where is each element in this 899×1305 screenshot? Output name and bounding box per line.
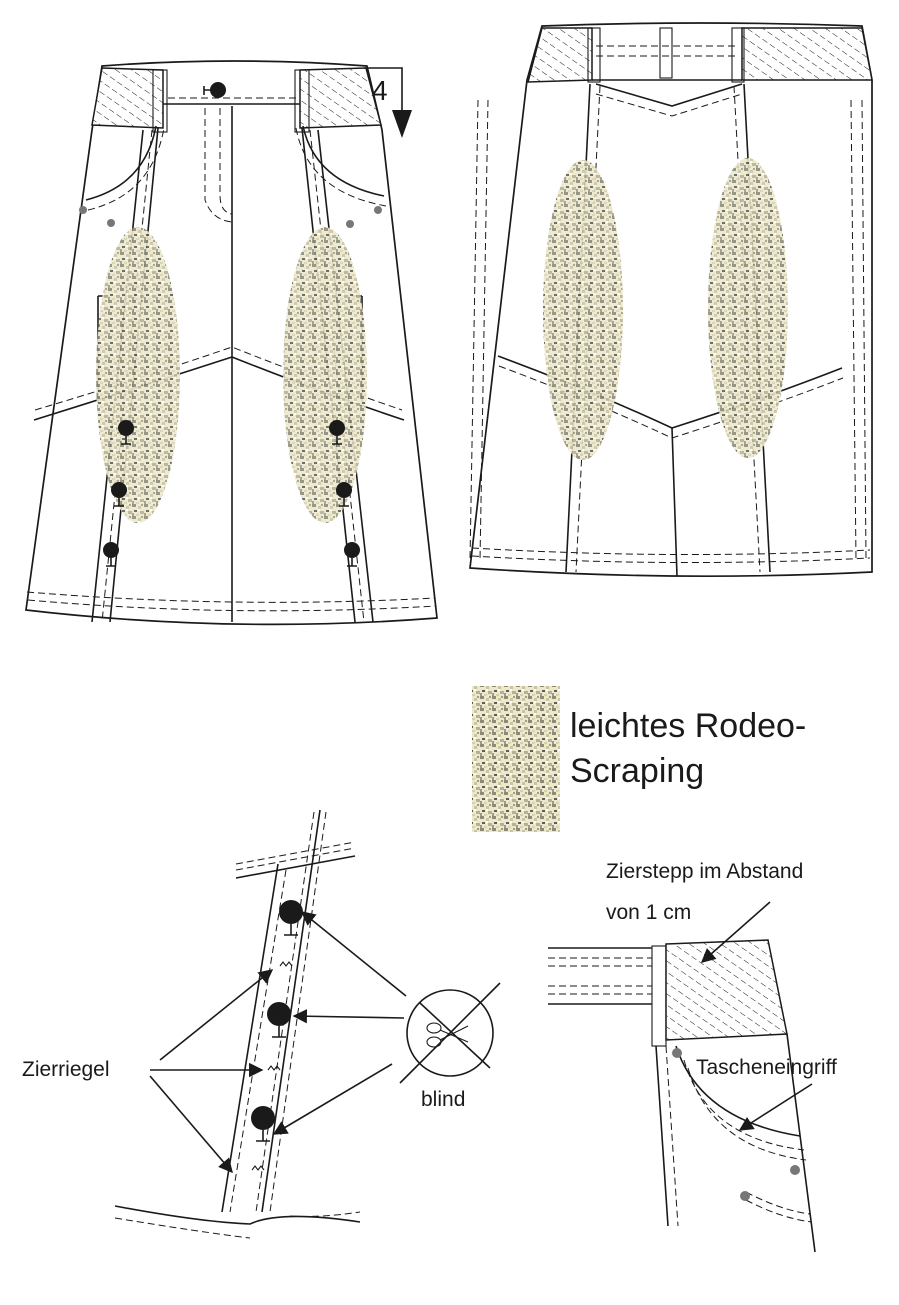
- step-number: 4: [372, 75, 388, 106]
- zierriegel-arrow: [149, 1075, 233, 1174]
- zierstepp-label-1: Zierstepp im Abstand: [606, 860, 803, 883]
- scraping-swatch: [472, 686, 560, 832]
- back-belt-loop-right: [731, 27, 745, 83]
- zierstepp-arrow: [700, 901, 771, 963]
- rivet-icon: [346, 220, 354, 228]
- band-right-edge: [261, 809, 321, 1213]
- front-waistband-right-hatch: [299, 67, 382, 129]
- zierstepp-label-2: von 1 cm: [606, 901, 691, 924]
- rivet-icon: [790, 1165, 800, 1175]
- rivet-icon: [79, 206, 87, 214]
- button-icon: [279, 900, 303, 924]
- scraping-area-front-left: [96, 227, 180, 523]
- blind-arrow: [300, 911, 407, 997]
- back-hem-stitch: [471, 555, 871, 564]
- blind-circle: [406, 989, 494, 1077]
- button-icon: [336, 482, 352, 498]
- back-belt-loop-left: [587, 27, 601, 83]
- front-hem-stitch: [27, 599, 437, 612]
- front-skirt-view: 4: [25, 60, 438, 626]
- button-band-detail: Zierriegel blind: [22, 809, 501, 1239]
- detail-buttons: [251, 900, 303, 1142]
- zierriegel-label: Zierriegel: [22, 1058, 110, 1081]
- scraping-area-back-left: [543, 160, 623, 460]
- band-left-edge: [221, 863, 279, 1213]
- scraping-area-front-right: [283, 227, 367, 523]
- step-arrow-line: [364, 67, 403, 112]
- legend-line-1: leichtes Rodeo-: [570, 707, 806, 745]
- band-buttons-right: [329, 420, 360, 567]
- back-waistband-right-hatch: [741, 27, 873, 81]
- pocket-waistband-hatch: [665, 939, 788, 1041]
- zierriegel-arrow: [159, 969, 274, 1061]
- pocket-belt-loop: [651, 945, 667, 1047]
- back-belt-loop-center: [659, 27, 673, 79]
- front-pocket-right: [302, 125, 385, 197]
- pocket-opening-curve: [675, 1045, 801, 1137]
- tascheneingriff-arrow: [738, 1083, 813, 1131]
- front-button-icon: [210, 82, 226, 98]
- back-skirt-view: [469, 22, 873, 578]
- button-icon: [329, 420, 345, 436]
- button-icon: [103, 542, 119, 558]
- bartack-marks: [251, 961, 293, 1171]
- pocket-detail: Zierstepp im Abstand von 1 cm Taschenein…: [548, 860, 837, 1253]
- button-icon: [344, 542, 360, 558]
- front-pocket-left: [85, 125, 157, 201]
- button-icon: [267, 1002, 291, 1026]
- scraping-area-back-right: [708, 158, 788, 458]
- rivet-icon: [374, 206, 382, 214]
- blind-arrow: [292, 1009, 405, 1024]
- scraping-legend: leichtes Rodeo- Scraping: [472, 686, 806, 832]
- back-waistband-left-hatch: [527, 27, 593, 83]
- back-yoke-v: [595, 83, 743, 107]
- rivet-icon: [740, 1191, 750, 1201]
- tascheneingriff-label: Tascheneingriff: [696, 1056, 837, 1079]
- blind-label: blind: [421, 1088, 465, 1111]
- scissors-icon: [426, 1022, 469, 1048]
- button-icon: [111, 482, 127, 498]
- button-icon: [251, 1106, 275, 1130]
- band-buttons-left: [103, 420, 134, 567]
- button-icon: [118, 420, 134, 436]
- rivet-icon: [107, 219, 115, 227]
- blind-arrow: [272, 1063, 393, 1135]
- legend-line-2: Scraping: [570, 752, 704, 790]
- blind-symbol: blind: [399, 982, 501, 1111]
- down-arrow-icon: [392, 110, 412, 138]
- rivet-icon: [672, 1048, 682, 1058]
- front-waistband-left-hatch: [91, 67, 164, 129]
- belt-loop-left: [152, 69, 168, 133]
